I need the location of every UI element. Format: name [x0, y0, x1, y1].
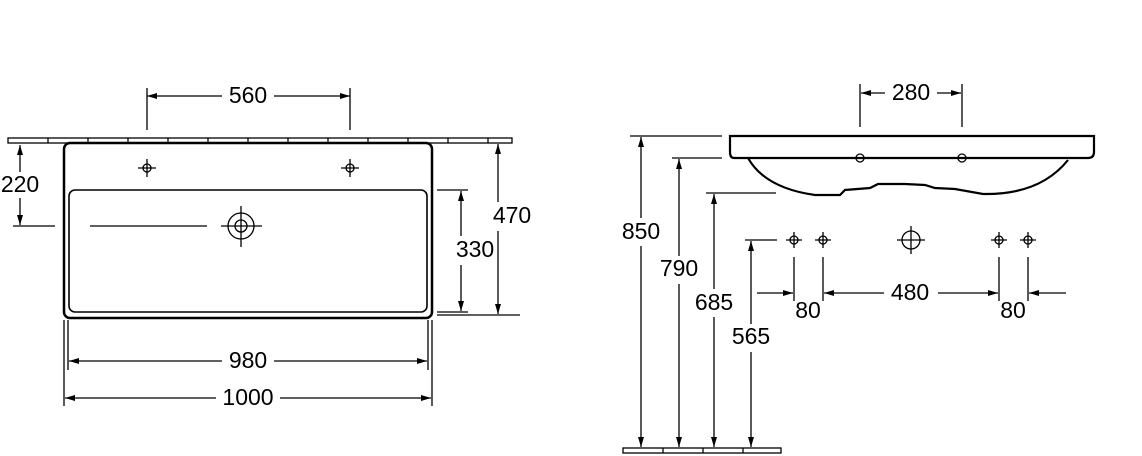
- basin-outline: [62, 141, 434, 320]
- dim-supply-right-spacing: 80: [1000, 297, 1026, 323]
- basin-profile: [728, 134, 1096, 197]
- top-view: 560 220 330 470 980 1000: [1, 82, 531, 410]
- drain-icon: [221, 206, 262, 247]
- tap-hole-icon: [138, 159, 359, 177]
- dim-supply-left-spacing: 80: [795, 297, 821, 323]
- dim-supply-center-spacing: 480: [891, 279, 929, 305]
- dim-rim-height: 850: [622, 218, 660, 244]
- drain-outlet-icon: [897, 226, 925, 254]
- dim-bowl-top-height: 790: [660, 255, 698, 281]
- dim-overall-width: 1000: [222, 384, 273, 410]
- bowl-outline: [68, 189, 428, 313]
- dim-side-tap-spacing: 280: [892, 79, 930, 105]
- dim-bowl-depth: 330: [456, 236, 494, 262]
- tap-hole-icon: [852, 153, 970, 163]
- dim-tap-spacing: 560: [229, 82, 267, 108]
- dim-bowl-bottom-height: 685: [695, 289, 733, 315]
- dim-supply-height: 565: [732, 323, 770, 349]
- supply-hole-icon: [786, 232, 1036, 248]
- dim-overall-depth: 470: [493, 202, 531, 228]
- dim-bowl-width: 980: [229, 347, 267, 373]
- side-view: 280 850 790 685 565: [622, 79, 1096, 454]
- floor-line: [622, 447, 782, 454]
- dim-tap-from-wall: 220: [1, 171, 39, 197]
